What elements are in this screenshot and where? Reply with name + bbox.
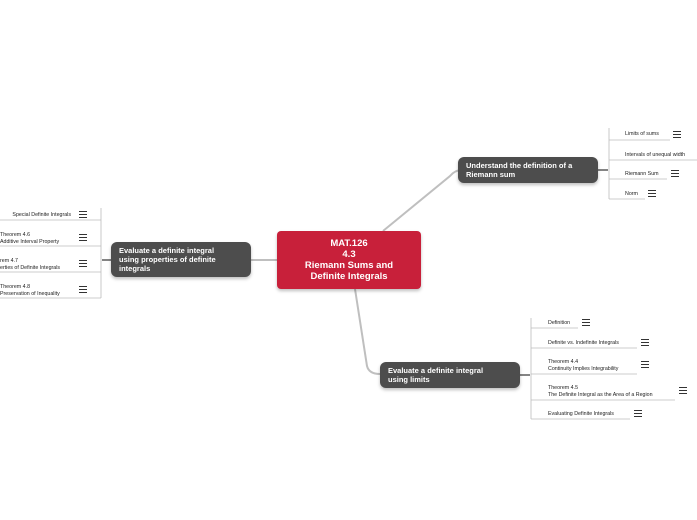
central-topic-line-3: Riemann Sums and bbox=[304, 260, 394, 271]
note-icon[interactable] bbox=[641, 361, 649, 368]
subtopic-definition[interactable]: Definition bbox=[548, 320, 571, 326]
central-topic-line-4: Definite Integrals bbox=[310, 271, 388, 282]
subtopic-theorem-4-6[interactable]: Theorem 4.6 Additive Interval Property bbox=[0, 232, 60, 245]
topic-understand-riemann-sum[interactable]: Understand the definition of a Riemann s… bbox=[458, 157, 598, 183]
central-topic-node[interactable]: MAT.126 4.3 Riemann Sums and Definite In… bbox=[277, 231, 421, 289]
central-topic-line-1: MAT.126 bbox=[330, 238, 368, 249]
subtopic-limits-of-sums[interactable]: Limits of sums bbox=[625, 131, 659, 137]
subtopic-theorem-4-5[interactable]: Theorem 4.5 The Definite Integral as the… bbox=[548, 385, 653, 398]
central-topic-line-2: 4.3 bbox=[342, 249, 356, 260]
note-icon[interactable] bbox=[641, 339, 649, 346]
note-icon[interactable] bbox=[79, 260, 87, 267]
subtopic-theorem-4-8[interactable]: Theorem 4.8 Preservation of Inequality bbox=[0, 284, 60, 297]
note-icon[interactable] bbox=[679, 387, 687, 394]
topic-label: Evaluate a definite integral using limit… bbox=[388, 366, 484, 384]
note-icon[interactable] bbox=[582, 319, 590, 326]
topic-evaluate-using-limits[interactable]: Evaluate a definite integral using limit… bbox=[380, 362, 520, 388]
subtopic-definite-vs-indefinite[interactable]: Definite vs. Indefinite Integrals bbox=[548, 340, 619, 346]
subtopic-evaluating-definite-integrals[interactable]: Evaluating Definite Integrals bbox=[548, 411, 614, 417]
subtopic-special-definite-integrals[interactable]: Special Definite Integrals bbox=[12, 212, 71, 218]
topic-label: Understand the definition of a Riemann s… bbox=[466, 161, 573, 179]
subtopic-theorem-4-7[interactable]: rem 4.7 erties of Definite Integrals bbox=[0, 258, 61, 271]
note-icon[interactable] bbox=[648, 190, 656, 197]
topic-label: Evaluate a definite integral using prope… bbox=[119, 246, 216, 273]
note-icon[interactable] bbox=[79, 211, 87, 218]
note-icon[interactable] bbox=[673, 131, 681, 138]
subtopic-intervals-unequal-width[interactable]: Intervals of unequal width bbox=[625, 152, 686, 158]
subtopic-norm[interactable]: Norm bbox=[625, 191, 638, 197]
note-icon[interactable] bbox=[79, 234, 87, 241]
connector-central-topic-1 bbox=[382, 169, 463, 232]
note-icon[interactable] bbox=[79, 286, 87, 293]
subtopic-theorem-4-4[interactable]: Theorem 4.4 Continuity Implies Integrabi… bbox=[548, 359, 619, 372]
subtopic-riemann-sum[interactable]: Riemann Sum bbox=[625, 171, 659, 177]
topic-evaluate-using-properties[interactable]: Evaluate a definite integral using prope… bbox=[111, 242, 251, 277]
note-icon[interactable] bbox=[671, 170, 679, 177]
connector-central-topic-3 bbox=[354, 288, 381, 375]
note-icon[interactable] bbox=[634, 410, 642, 417]
